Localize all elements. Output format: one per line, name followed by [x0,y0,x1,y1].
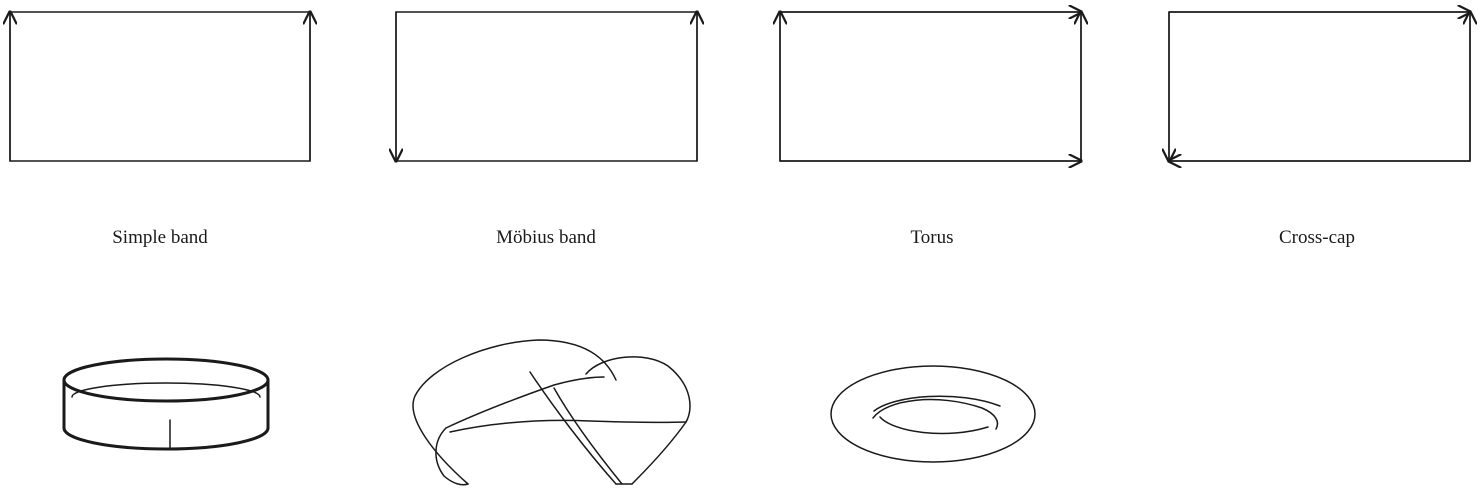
simple-band-inner-rim [71,382,261,398]
cross-cap-rectangle [1168,11,1471,162]
cross-cap-label: Cross-cap [1279,227,1355,248]
torus-hole-upper [872,398,999,430]
mobius-band-outer-right [585,356,691,423]
torus-label: Torus [910,227,954,248]
simple-band-square [9,11,311,162]
mobius-band-left-fold [435,427,469,486]
simple-band-top-rim [62,357,270,403]
mobius-band-inner-top [445,376,605,429]
mobius-band-square [396,12,697,161]
torus-hole-back [873,395,1001,412]
torus-outer-edge [830,365,1036,463]
simple-band-rectangle [9,11,311,162]
simple-band-label: Simple band [112,227,208,248]
torus-square [780,12,1081,161]
mobius-band-rectangle [395,11,698,162]
mobius-band-right-descent [631,421,687,485]
torus-illustration [830,365,1036,463]
torus-rectangle [779,11,1082,162]
simple-band-bottom-rim [62,426,270,451]
simple-band-illustration [62,357,270,451]
cross-cap-square [1169,12,1470,161]
mobius-band-twist-back [553,387,623,485]
mobius-band-illustration [412,339,691,486]
torus-hole-lower [879,416,989,435]
mobius-band-label: Möbius band [496,227,596,248]
mobius-band-outer-left [412,339,617,485]
mobius-band-inner-bottom [449,419,687,433]
mobius-band-twist-front [529,371,617,485]
